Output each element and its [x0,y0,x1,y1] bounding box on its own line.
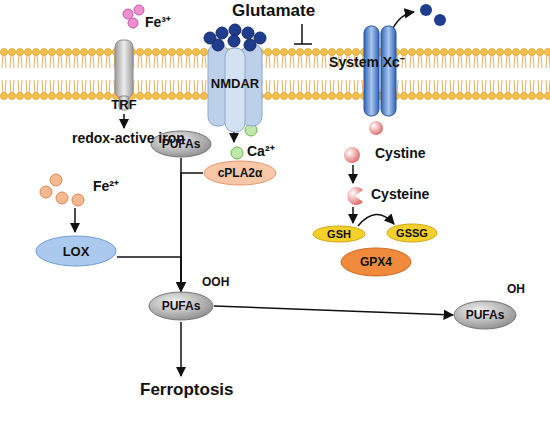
calcium-arrow [233,132,235,142]
membrane-protein: TRF [100,36,148,114]
group-label: OOH [202,275,229,289]
cysteine-arrow [352,207,354,223]
membrane-protein: System Xc⁻ [312,22,422,120]
iron-arrow [123,114,125,128]
arrow-connector [181,173,203,291]
node-label: TRF [100,97,148,112]
glutamate-inhibition [294,24,312,44]
text-label: Cystine [375,145,426,161]
text-label: Ferroptosis [140,380,234,400]
cysteine-molecule [347,187,363,205]
molecule-ellipse: LOX [35,235,117,267]
node-label: GSSG [396,227,428,239]
molecule-ellipse: cPLA2α [203,160,277,186]
ferroptosis-arrow [180,322,182,376]
node-label: PUFAs [466,308,505,322]
fe3-ions [123,5,144,28]
text-label: redox-active iron [72,130,185,146]
molecule-ellipse: GSH [312,225,366,243]
arrow-connector [214,306,453,315]
lipid-bilayer [0,48,550,100]
molecule-ellipse: GPX4 [340,247,412,277]
arrow-connector [180,158,182,291]
membrane-protein: NMDAR [198,26,272,134]
arrow-connector [117,257,181,291]
node-outline [312,22,422,120]
node-label: System Xc⁻ [312,52,422,71]
node-label: LOX [63,244,90,259]
text-label: Ca²⁺ [247,141,275,160]
text-label: Fe³⁺ [145,12,171,31]
molecule-ellipse: PUFAsOOH [148,291,214,321]
node-label: GPX4 [360,255,392,269]
node-label: NMDAR [211,76,259,91]
text-label: Fe²⁺ [93,176,119,195]
iron-lox-arrow [74,208,76,232]
node-label: GSH [327,228,351,240]
molecule-ellipse: PUFAsOH [453,300,517,330]
node-label: PUFAs [162,299,201,313]
glutamate-efflux [392,4,446,30]
group-label: OH [507,282,525,296]
cystine-arrow [352,165,354,183]
molecule-ellipse: GSSG [386,223,438,243]
arrow-connector [358,214,394,226]
text-label: Cysteine [371,186,429,202]
node-label: cPLA2α [218,166,263,180]
fe2-ions [40,174,84,206]
text-label: Glutamate [232,1,315,21]
